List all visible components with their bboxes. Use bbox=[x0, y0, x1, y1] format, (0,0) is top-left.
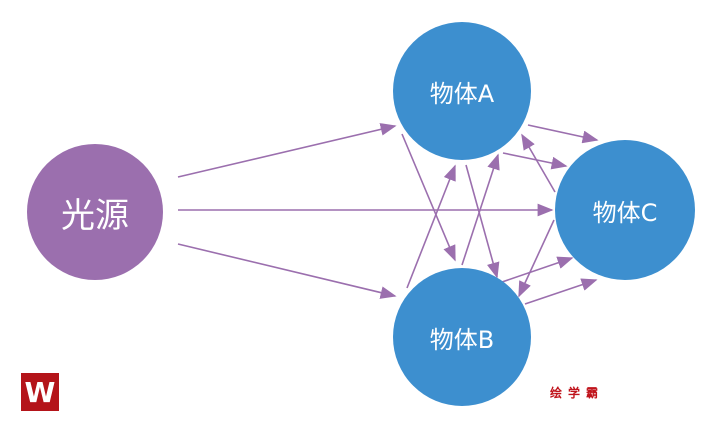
arrow-a-to-c bbox=[527, 124, 599, 144]
arrow-c-to-b bbox=[518, 219, 555, 298]
node-object-b: 物体B bbox=[393, 268, 531, 406]
node-object-a: 物体A bbox=[393, 22, 531, 160]
arrow-b-to-a bbox=[461, 153, 500, 266]
node-label: 物体B bbox=[429, 325, 495, 354]
arrow-b-to-a bbox=[406, 164, 456, 289]
arrow-light-to-b bbox=[177, 243, 397, 299]
node-object-c: 物体C bbox=[555, 140, 695, 280]
watermark: 绘学霸 bbox=[550, 386, 605, 400]
node-label: 物体A bbox=[429, 79, 495, 108]
arrow-b-to-c bbox=[524, 278, 598, 305]
arrow-a-to-b bbox=[401, 133, 456, 262]
logo-letter: W bbox=[24, 375, 56, 409]
arrow-b-to-c bbox=[501, 256, 574, 283]
node-label: 光源 bbox=[61, 195, 129, 236]
arrow-c-to-a bbox=[521, 133, 556, 193]
arrow-a-to-c bbox=[502, 152, 568, 170]
logo: W bbox=[21, 373, 59, 411]
arrow-light-to-a bbox=[177, 123, 397, 178]
arrow-a-to-b bbox=[465, 164, 500, 279]
node-light-source: 光源 bbox=[27, 144, 163, 280]
node-label: 物体C bbox=[592, 198, 658, 227]
